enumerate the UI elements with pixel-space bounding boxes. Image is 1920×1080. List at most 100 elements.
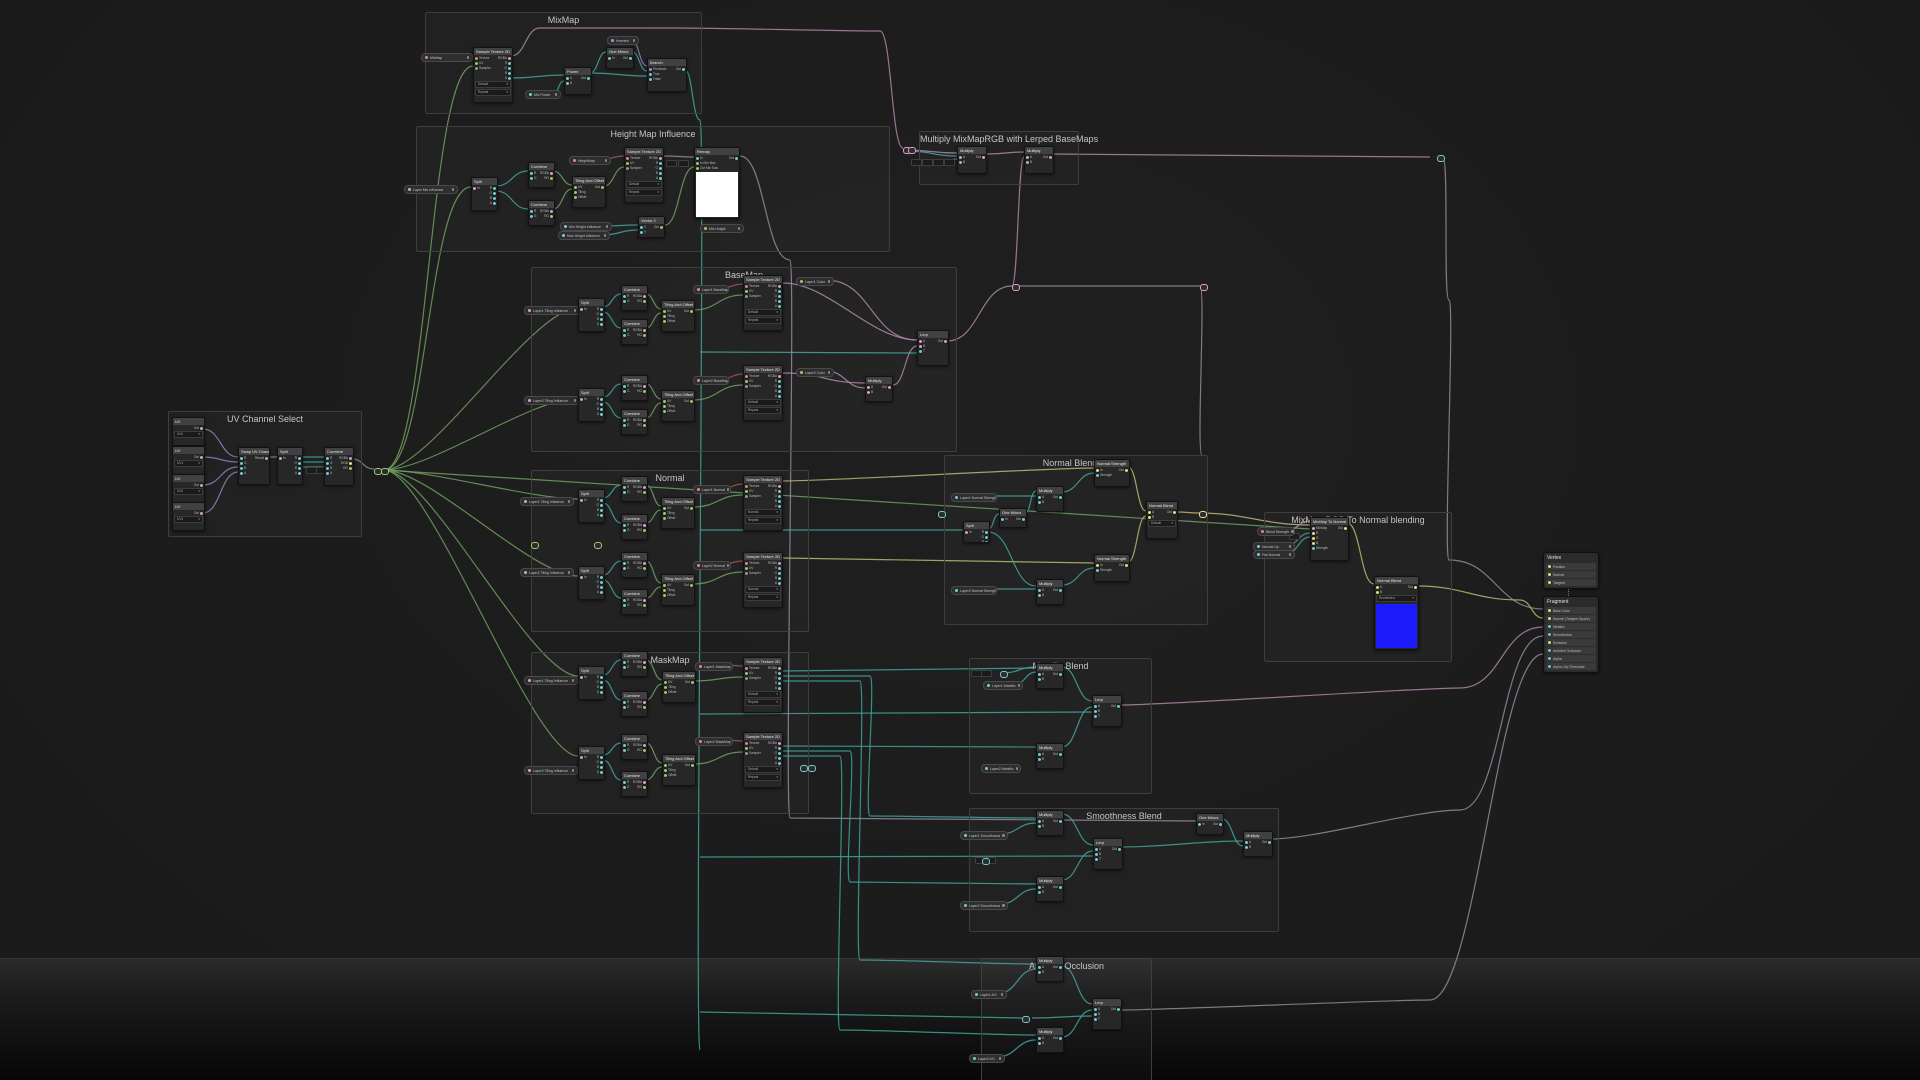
output-port[interactable]: RG — [637, 333, 646, 337]
property-pill-layer1-maskmap-t2[interactable]: Layer1 MaskMap — [695, 662, 733, 671]
output-port[interactable]: A — [597, 770, 603, 774]
input-port[interactable]: R — [623, 700, 629, 704]
output-port[interactable]: Out — [1119, 468, 1128, 472]
input-port[interactable]: In — [580, 307, 587, 311]
output-port[interactable]: Out — [1119, 563, 1128, 567]
property-pill-layer1-smoothness-1[interactable]: Layer1 Smoothness — [960, 831, 1008, 840]
output-port[interactable]: Out — [685, 763, 694, 767]
dropdown-field[interactable]: Repeat▾ — [745, 517, 781, 524]
input-port[interactable]: T — [1094, 1017, 1100, 1021]
output-port[interactable]: Out — [194, 455, 203, 459]
output-port[interactable]: RG — [637, 665, 646, 669]
dropdown-field[interactable]: Repeat▾ — [745, 774, 781, 781]
output-port[interactable]: B — [775, 299, 781, 303]
output-port[interactable]: Out — [654, 225, 663, 229]
output-port[interactable]: G — [597, 503, 603, 507]
output-port[interactable]: A — [597, 513, 603, 517]
reroute-node[interactable] — [381, 468, 389, 475]
input-port[interactable]: Texture — [745, 561, 761, 565]
input-port[interactable]: R — [623, 328, 629, 332]
property-pill-layer2-tiling-influence-4[interactable]: Layer2 Tiling Influence — [524, 396, 580, 405]
output-port[interactable]: RG — [544, 214, 553, 218]
output-port[interactable]: RGBA — [633, 485, 646, 489]
dropdown-field[interactable]: Repeat▾ — [745, 594, 781, 601]
input-port[interactable]: A — [867, 385, 873, 389]
input-port[interactable]: T — [1095, 857, 1101, 861]
property-pill-layer2-tiling-influence-4[interactable]: Layer2 Tiling Influence — [524, 766, 578, 775]
reroute-node[interactable] — [938, 511, 946, 518]
input-port[interactable]: Sampler — [475, 66, 491, 70]
output-port[interactable]: G — [597, 580, 603, 584]
value-field[interactable] — [944, 159, 955, 166]
node-swap-uv-channel[interactable]: Swap UV ChannelRGBAResult — [238, 447, 270, 485]
output-port[interactable]: Out — [729, 156, 738, 160]
output-port[interactable]: RG — [637, 423, 646, 427]
input-port[interactable]: R — [623, 384, 629, 388]
output-port[interactable]: RGBA — [540, 209, 553, 213]
output-port[interactable]: A — [775, 304, 781, 308]
input-port[interactable]: Offset — [574, 195, 586, 199]
output-port[interactable]: RGBA — [540, 171, 553, 175]
output-port[interactable]: R — [982, 530, 988, 534]
input-port[interactable]: UV — [745, 379, 761, 383]
output-port[interactable]: G — [775, 384, 781, 388]
input-port[interactable]: In — [1096, 468, 1112, 472]
input-port[interactable]: R — [240, 456, 246, 460]
input-port[interactable]: G — [326, 461, 332, 465]
input-port[interactable]: Y — [640, 230, 646, 234]
input-port[interactable]: Sampler — [745, 676, 761, 680]
input-port[interactable]: B — [1038, 890, 1044, 894]
input-port[interactable]: Tiling — [663, 314, 675, 318]
reroute-node[interactable] — [531, 542, 539, 549]
input-port[interactable]: A — [1038, 1036, 1044, 1040]
dropdown-field[interactable]: Repeat▾ — [745, 407, 781, 414]
output-port[interactable]: R — [597, 755, 603, 759]
output-port[interactable]: R — [597, 675, 603, 679]
output-port[interactable]: R — [597, 397, 603, 401]
output-port[interactable]: RGBA — [633, 780, 646, 784]
dropdown-field[interactable]: Default▾ — [745, 691, 781, 698]
property-pill-layer2-normal-strength-1[interactable]: Layer2 Normal Strength — [951, 586, 997, 595]
input-port[interactable]: A — [1038, 819, 1044, 823]
input-port[interactable]: In — [580, 498, 587, 502]
input-port[interactable]: Tiling — [663, 511, 675, 515]
input-port[interactable]: G — [623, 528, 629, 532]
input-port[interactable]: UV — [745, 671, 761, 675]
input-port[interactable]: Sampler — [626, 166, 642, 170]
input-port[interactable]: A — [240, 471, 246, 475]
output-port[interactable]: A — [775, 394, 781, 398]
input-port[interactable]: Strength — [1096, 473, 1112, 477]
input-port[interactable]: UV — [626, 161, 642, 165]
output-port[interactable]: A — [775, 761, 781, 765]
output-port[interactable]: G — [505, 66, 511, 70]
property-pill-layer1-tiling-influence-4[interactable]: Layer1 Tiling Influence — [524, 306, 580, 315]
output-port[interactable]: RGBA — [633, 418, 646, 422]
input-port[interactable]: B — [1026, 160, 1032, 164]
output-port[interactable]: RGBA — [633, 598, 646, 602]
output-port[interactable]: RGBA — [768, 284, 781, 288]
input-port[interactable]: In — [580, 675, 587, 679]
output-port[interactable]: Out — [684, 506, 693, 510]
input-port[interactable]: In — [279, 456, 286, 460]
input-port[interactable]: R — [530, 209, 536, 213]
input-port[interactable]: Texture — [475, 56, 491, 60]
dropdown-field[interactable]: Default▾ — [745, 399, 781, 406]
input-port[interactable]: B — [1038, 1041, 1044, 1045]
input-port[interactable]: G — [623, 785, 629, 789]
property-pill-mix-height-2[interactable]: Mix Height — [700, 224, 744, 233]
